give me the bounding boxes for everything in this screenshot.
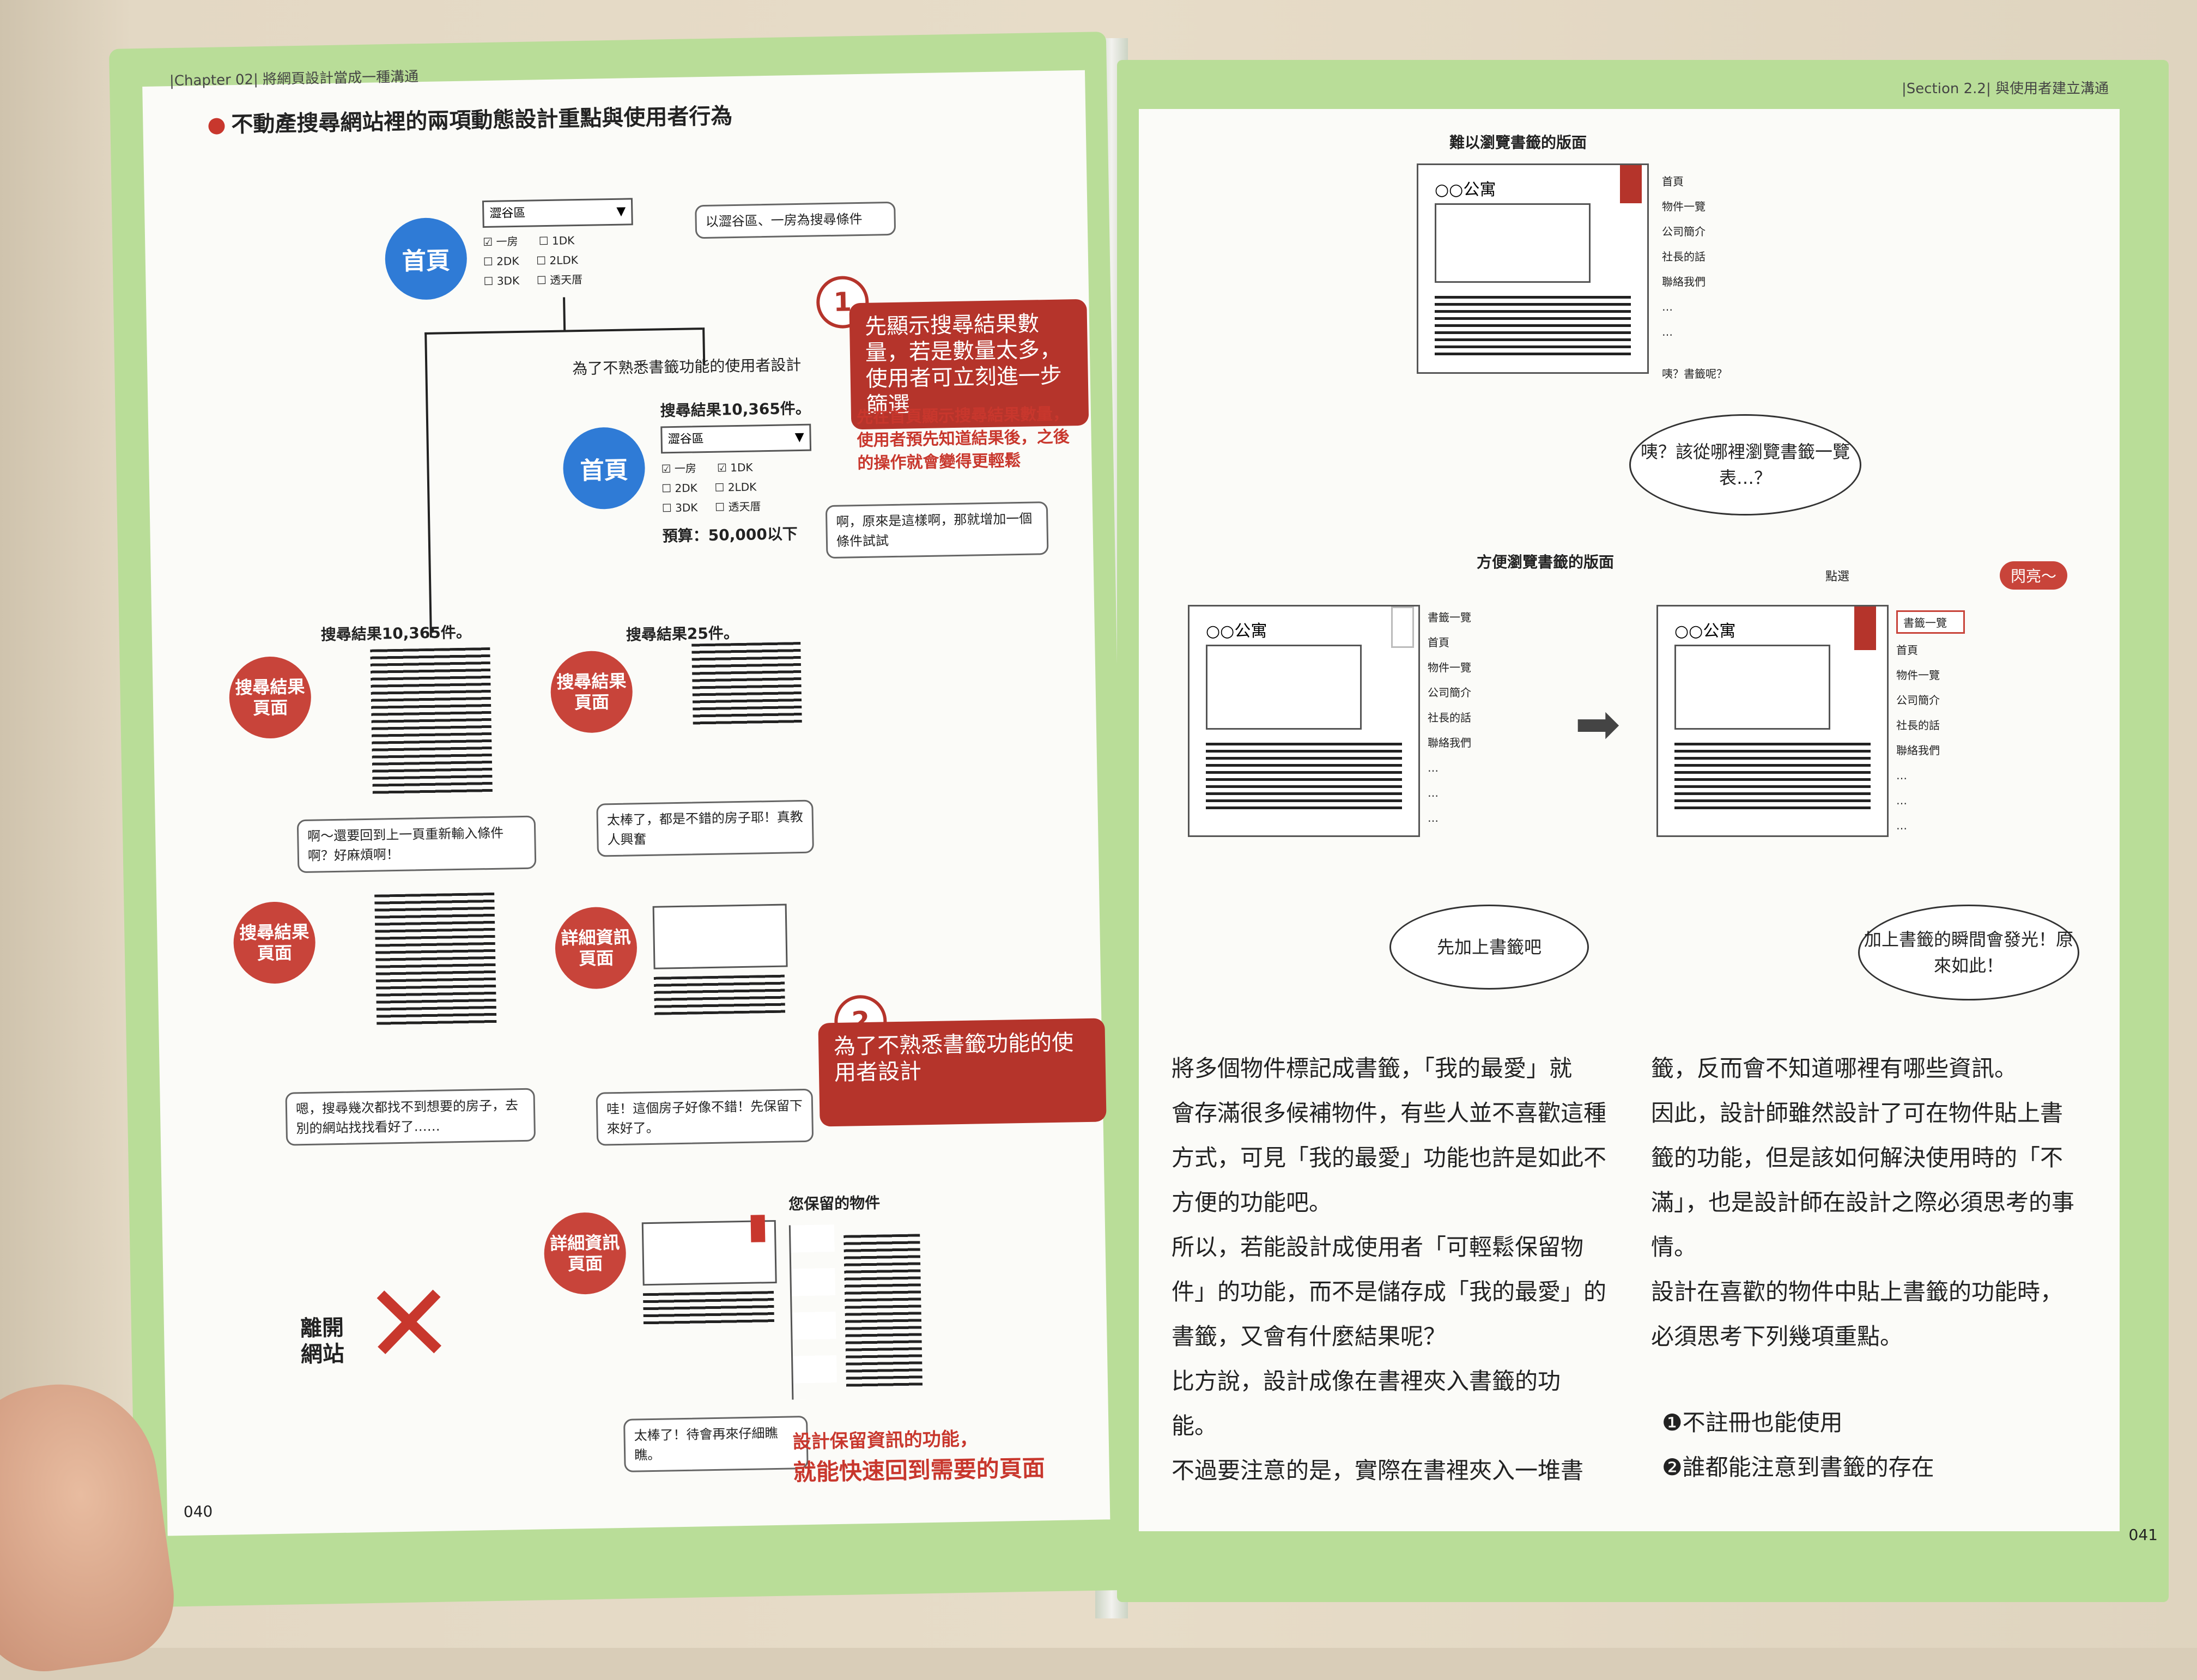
chapter-header: |Chapter 02| 將網頁設計當成一種溝通 xyxy=(169,69,419,90)
easy-layout-menu-after: 首頁物件一覽公司簡介社長的話聯絡我們……… xyxy=(1896,644,1940,832)
result-list-lines xyxy=(691,642,802,726)
search-result-circle-2: 搜尋結果頁面 xyxy=(233,901,316,985)
cross-icon: ✕ xyxy=(362,1260,456,1389)
figure-title-text: 不動產搜尋網站裡的兩項動態設計重點與使用者行為 xyxy=(231,104,733,138)
search-count-left: 搜尋結果10,365件。 xyxy=(320,623,472,644)
easy-layout-title: 方便瀏覽書籤的版面 xyxy=(1477,553,1615,571)
result-list-lines xyxy=(374,892,497,1026)
home-circle-second: 首頁 xyxy=(562,426,646,510)
hard-layout-title: 難以瀏覽書籤的版面 xyxy=(1449,134,1587,151)
bookmark-outline-icon xyxy=(1391,607,1414,648)
easy-layout-menu-before: 書籤一覽首頁物件一覽公司簡介社長的話聯絡我們……… xyxy=(1428,611,1471,824)
search-result-circle-1: 搜尋結果頁面 xyxy=(228,656,312,739)
page-number-left: 040 xyxy=(183,1502,213,1521)
apartment-photo xyxy=(1435,203,1591,283)
bottom-red-text-2: 就能快速回到需要的頁面 xyxy=(793,1454,1046,1486)
area-select-value: 澀谷區 xyxy=(489,206,526,221)
apartment-photo xyxy=(1206,645,1362,730)
saved-items-list xyxy=(788,1224,837,1400)
leave-site-label: 離開網站 xyxy=(300,1315,345,1368)
bullet-dot-icon xyxy=(208,118,225,135)
flow-arrow xyxy=(563,297,566,330)
bubble-reenter: 啊～還要回到上一頁重新輸入條件啊？好麻煩啊！ xyxy=(296,815,537,874)
checkbox-group-top: ☑ 一房 ☐ 1DK☐ 2DK ☐ 2LDK☐ 3DK ☐ 透天厝 xyxy=(483,234,583,288)
saved-items-label: 您保留的物件 xyxy=(788,1193,881,1214)
apartment-text-lines xyxy=(1206,743,1402,814)
area-select-value: 澀谷區 xyxy=(667,432,704,447)
detail-image-box xyxy=(652,903,788,969)
search-count-25: 搜尋結果25件。 xyxy=(626,623,739,644)
detail-lines xyxy=(642,1291,775,1326)
saved-items-lines xyxy=(843,1234,923,1388)
apartment-photo xyxy=(1674,645,1830,730)
flash-label: 閃亮～ xyxy=(2000,561,2068,590)
area-select-top[interactable]: 澀谷區 ▼ xyxy=(482,198,633,228)
bookmark-icon xyxy=(750,1215,766,1242)
key-points-list: ❶不註冊也能使用 ❷誰都能注意到書籤的存在 xyxy=(1662,1400,1934,1490)
bubble-gave-up: 嗯，搜尋幾次都找不到想要的房子，去別的網站找找看好了…… xyxy=(285,1088,536,1146)
red-explanation: 先在首頁顯示搜尋結果數量，使用者預先知道結果後，之後的操作就會變得更輕鬆 xyxy=(856,404,1070,474)
where-bookmark-label: 咦？書籤呢？ xyxy=(1662,367,1727,380)
easy-layout-mockup-before: ○○公寓 xyxy=(1188,605,1420,837)
apartment-title: ○○公寓 xyxy=(1674,622,1736,641)
home-circle-top: 首頁 xyxy=(384,217,468,301)
key-point-2: ❷誰都能注意到書籤的存在 xyxy=(1662,1454,1934,1481)
budget-label: 預算：50,000以下 xyxy=(662,525,798,545)
right-page: |Section 2.2| 與使用者建立溝通 難以瀏覽書籤的版面 ○○公寓 首頁… xyxy=(1117,60,2169,1602)
search-result-circle-3: 搜尋結果頁面 xyxy=(550,650,634,734)
result-list-lines xyxy=(370,647,493,797)
bubble-search-condition: 以澀谷區、一房為搜尋條件 xyxy=(695,201,896,239)
left-page: |Chapter 02| 將網頁設計當成一種溝通 不動產搜尋網站裡的兩項動態設計… xyxy=(109,32,1133,1608)
apartment-title: ○○公寓 xyxy=(1206,622,1267,641)
figure-title: 不動產搜尋網站裡的兩項動態設計重點與使用者行為 xyxy=(208,98,733,139)
bottom-red-text-1: 設計保留資訊的功能， xyxy=(792,1428,979,1453)
unfamiliar-design-label: 為了不熟悉書籤功能的使用者設計 xyxy=(572,355,802,378)
hard-layout-mockup: ○○公寓 xyxy=(1417,163,1649,374)
left-page-content: |Chapter 02| 將網頁設計當成一種溝通 不動產搜尋網站裡的兩項動態設計… xyxy=(142,69,1110,1536)
bubble-where-list: 咦？該從哪裡瀏覽書籤一覽表…？ xyxy=(1629,414,1861,515)
apartment-title: ○○公寓 xyxy=(1435,180,1496,199)
flow-arrow xyxy=(424,332,432,638)
apartment-text-lines xyxy=(1435,296,1631,356)
hard-layout-menu: 首頁物件一覽公司簡介社長的話聯絡我們…… xyxy=(1662,175,1706,338)
detail-lines xyxy=(653,974,786,1015)
area-select-second[interactable]: 澀谷區 ▼ xyxy=(660,423,812,454)
bookmark-list-tag[interactable]: 書籤一覽 xyxy=(1896,610,1965,634)
bookmark-icon[interactable] xyxy=(1854,607,1876,650)
bubble-add-condition: 啊，原來是這樣啊，那就增加一個條件試試 xyxy=(825,501,1049,559)
right-page-content: |Section 2.2| 與使用者建立溝通 難以瀏覽書籤的版面 ○○公寓 首頁… xyxy=(1139,81,2158,1544)
bubble-add-bookmark: 先加上書籤吧 xyxy=(1389,905,1589,990)
chevron-down-icon: ▼ xyxy=(794,430,804,445)
callout2: 為了不熟悉書籤功能的使用者設計 xyxy=(818,1018,1107,1127)
flow-arrow xyxy=(702,327,706,366)
bubble-glow: 加上書籤的瞬間會發光！原來如此！ xyxy=(1858,905,2079,1000)
apartment-text-lines xyxy=(1674,743,1871,814)
click-label: 點選 xyxy=(1825,570,1850,584)
page-number-right: 041 xyxy=(2128,1526,2158,1544)
detail-circle-2: 詳細資訊頁面 xyxy=(543,1211,627,1295)
section-header: |Section 2.2| 與使用者建立溝通 xyxy=(1902,81,2109,97)
bubble-nice-houses: 太棒了，都是不錯的房子耶！真教人興奮 xyxy=(596,799,814,857)
bubble-keep: 哇！這個房子好像不錯！先保留下來好了。 xyxy=(596,1088,814,1146)
body-column-2: 籤，反而會不知道哪裡有哪些資訊。因此，設計師雖然設計了可在物件貼上書籤的功能，但… xyxy=(1651,1055,2075,1350)
bubble-check-later: 太棒了！待會再來仔細瞧瞧。 xyxy=(623,1416,809,1472)
key-point-1: ❶不註冊也能使用 xyxy=(1662,1409,1843,1436)
detail-circle-1: 詳細資訊頁面 xyxy=(554,906,638,990)
search-count-top: 搜尋結果10,365件。 xyxy=(660,399,811,420)
bookmark-icon xyxy=(1620,165,1642,203)
arrow-right-icon: ➡ xyxy=(1575,692,1621,756)
chevron-down-icon: ▼ xyxy=(616,204,626,219)
body-column-1: 將多個物件標記成書籤，「我的最愛」就會存滿很多候補物件，有些人並不喜歡這種方式，… xyxy=(1172,1055,1607,1484)
easy-layout-mockup-after: ○○公寓 xyxy=(1656,605,1889,837)
checkbox-group-second: ☑ 一房 ☑ 1DK☐ 2DK ☐ 2LDK☐ 3DK ☐ 透天厝 xyxy=(661,460,761,515)
